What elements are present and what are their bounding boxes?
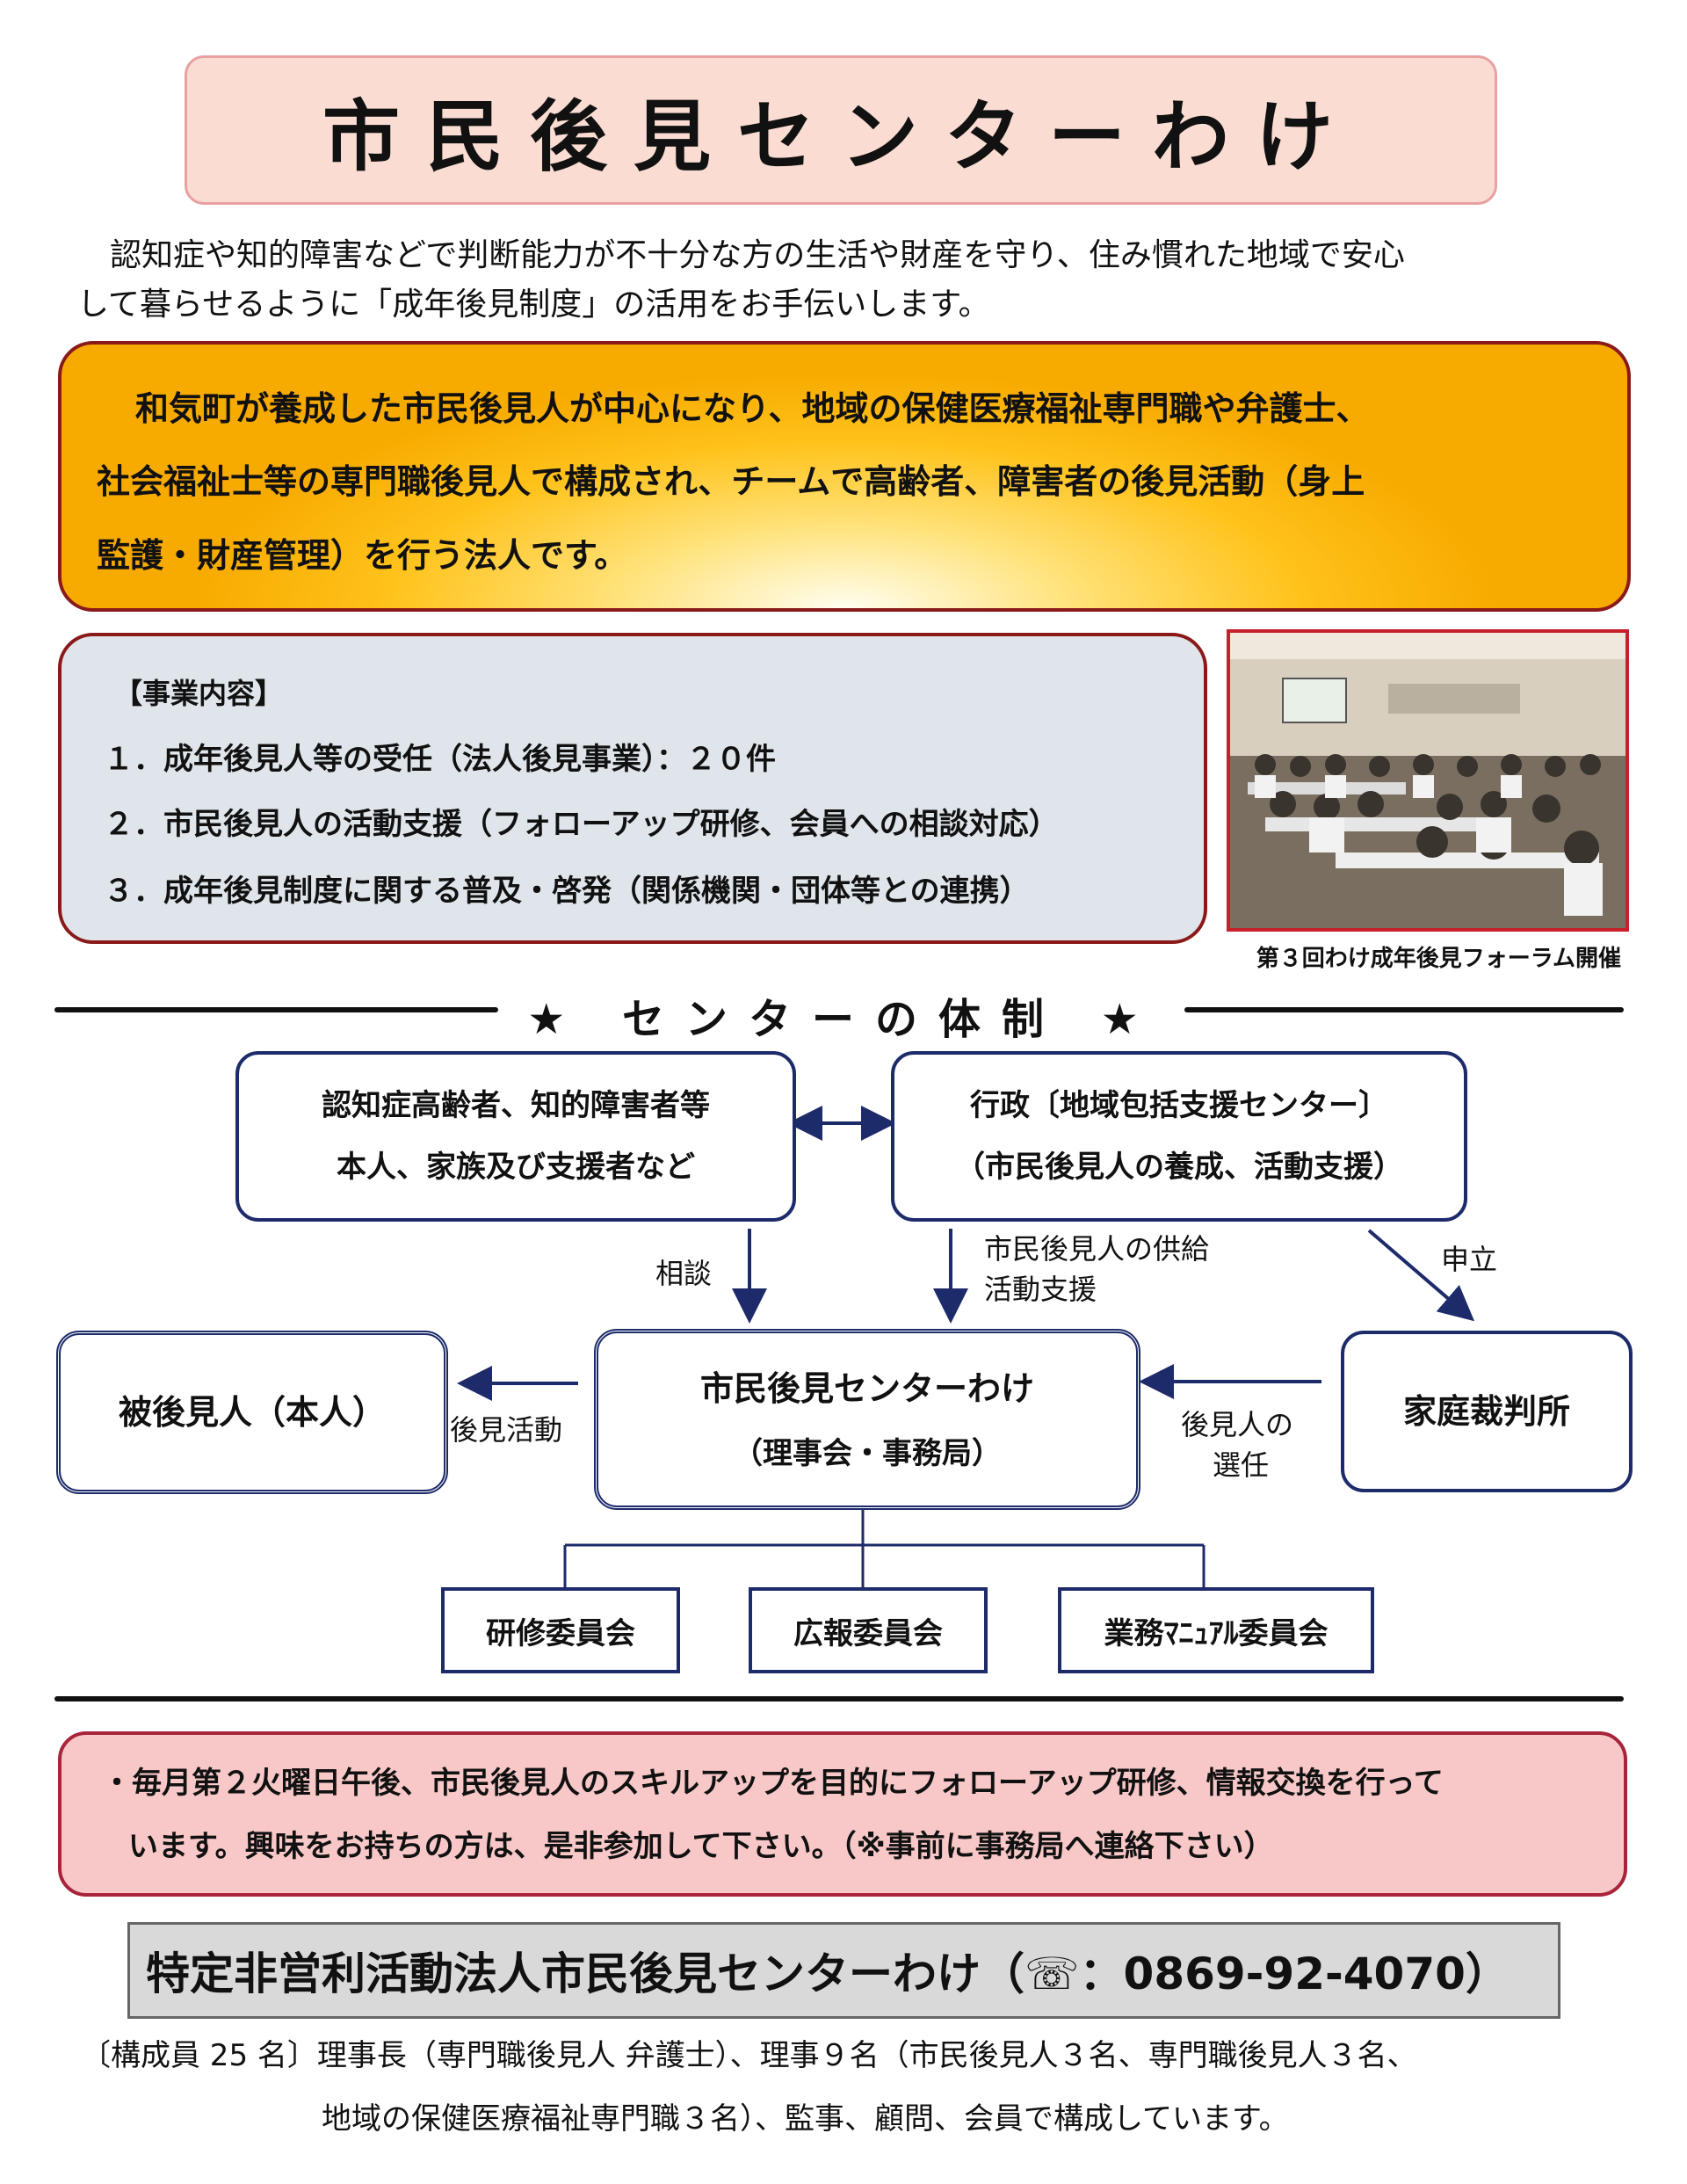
committee-box: 広報委員会 xyxy=(749,1587,988,1673)
intro-line-2: して暮らせるように「成年後見制度」の活用をお手伝いします。 xyxy=(77,287,990,323)
clients-box: 認知症高齢者、知的障害者等 本人、家族及び支援者など xyxy=(235,1051,796,1222)
members-line-2: 地域の保健医療福祉専門職３名）、監事、顧問、会員で構成しています。 xyxy=(322,2101,1289,2137)
divider-left xyxy=(54,1007,498,1012)
supply-label-2: 活動支援 xyxy=(984,1273,1097,1306)
divider-right xyxy=(1184,1007,1624,1012)
members-line-1: 〔構成員 25 名〕理事長（専門職後見人 弁護士）、理事９名（市民後見人３名、専… xyxy=(81,2038,1417,2073)
divider-bottom xyxy=(54,1696,1624,1701)
notice-line-1: ・毎月第２火曜日午後、市民後見人のスキルアップを目的にフォローアップ研修、情報交… xyxy=(102,1766,1444,1801)
admin-line-2: （市民後見人の養成、活動支援） xyxy=(955,1150,1403,1185)
service-item: ３．成年後見制度に関する普及・啓発（関係機関・団体等との連携） xyxy=(104,874,1030,909)
center-line-1: 市民後見センターわけ xyxy=(699,1369,1034,1408)
service-item: ２．市民後見人の活動支援（フォローアップ研修、会員への相談対応） xyxy=(104,807,1059,842)
supply-label-1: 市民後見人の供給 xyxy=(984,1232,1210,1266)
summary-line-2: 社会福祉士等の専門職後見人で構成され、チームで高齢者、障害者の後見活動（身上 xyxy=(97,462,1365,501)
clients-line-1: 認知症高齢者、知的障害者等 xyxy=(322,1088,710,1123)
family-court-label: 家庭裁判所 xyxy=(1402,1392,1570,1431)
admin-line-1: 行政〔地域包括支援センター〕 xyxy=(970,1088,1388,1123)
summary-line-3: 監護・財産管理）を行う法人です。 xyxy=(97,536,628,575)
photo-caption: 第３回わけ成年後見フォーラム開催 xyxy=(1256,946,1621,972)
notice-line-2: います。興味をお持ちの方は、是非参加して下さい。（※事前に事務局へ連絡下さい） xyxy=(128,1829,1274,1864)
intro-line-1: 認知症や知的障害などで判断能力が不十分な方の生活や財産を守り、住み慣れた地域で安… xyxy=(110,237,1405,273)
followup-notice-box: ・毎月第２火曜日午後、市民後見人のスキルアップを目的にフォローアップ研修、情報交… xyxy=(58,1731,1627,1897)
family-court-box: 家庭裁判所 xyxy=(1341,1331,1633,1492)
clients-line-2: 本人、家族及び支援者など xyxy=(337,1150,695,1185)
center-line-2: （理事会・事務局） xyxy=(733,1436,1002,1471)
admin-box: 行政〔地域包括支援センター〕 （市民後見人の養成、活動支援） xyxy=(891,1051,1467,1222)
ward-box: 被後見人（本人） xyxy=(56,1331,448,1494)
petition-arrow xyxy=(1367,1229,1475,1322)
summary-line-1: 和気町が養成した市民後見人が中心になり、地域の保健医療福祉専門職や弁護士、 xyxy=(135,389,1370,428)
service-item: １．成年後見人等の受任（法人後見事業）：２０件 xyxy=(104,742,776,777)
center-box: 市民後見センターわけ （理事会・事務局） xyxy=(594,1329,1140,1510)
forum-photo-illustration xyxy=(1230,633,1625,928)
guardian-activity-label: 後見活動 xyxy=(450,1413,563,1447)
selection-label-1: 後見人の xyxy=(1181,1408,1294,1441)
ward-label: 被後見人（本人） xyxy=(118,1393,386,1432)
committee-box: 研修委員会 xyxy=(441,1587,680,1673)
phone-number: （☏：0869-92-4070） xyxy=(981,1948,1510,1999)
petition-label: 申立 xyxy=(1441,1243,1498,1276)
selection-label-2: 選任 xyxy=(1213,1448,1270,1482)
organization-summary-box: 和気町が養成した市民後見人が中心になり、地域の保健医療福祉専門職や弁護士、 社会… xyxy=(58,341,1631,612)
committee-tree xyxy=(563,1505,1206,1587)
consult-label: 相談 xyxy=(655,1257,713,1290)
title-banner: 市民後見センターわけ xyxy=(185,55,1497,205)
committee-box: 業務ﾏﾆｭｱﾙ委員会 xyxy=(1058,1587,1374,1673)
page-title: 市民後見センターわけ xyxy=(322,91,1359,182)
services-heading: 【事業内容】 xyxy=(114,677,284,710)
organization-name: 特定非営利活動法人市民後見センターわけ xyxy=(146,1948,981,1999)
section-heading: ★ センターの体制 ★ xyxy=(510,984,1177,1046)
forum-photo xyxy=(1227,629,1629,932)
contact-box: 特定非営利活動法人市民後見センターわけ （☏：0869-92-4070） xyxy=(127,1922,1560,2019)
business-contents-box: 【事業内容】 １．成年後見人等の受任（法人後見事業）：２０件 ２．市民後見人の活… xyxy=(58,633,1207,944)
